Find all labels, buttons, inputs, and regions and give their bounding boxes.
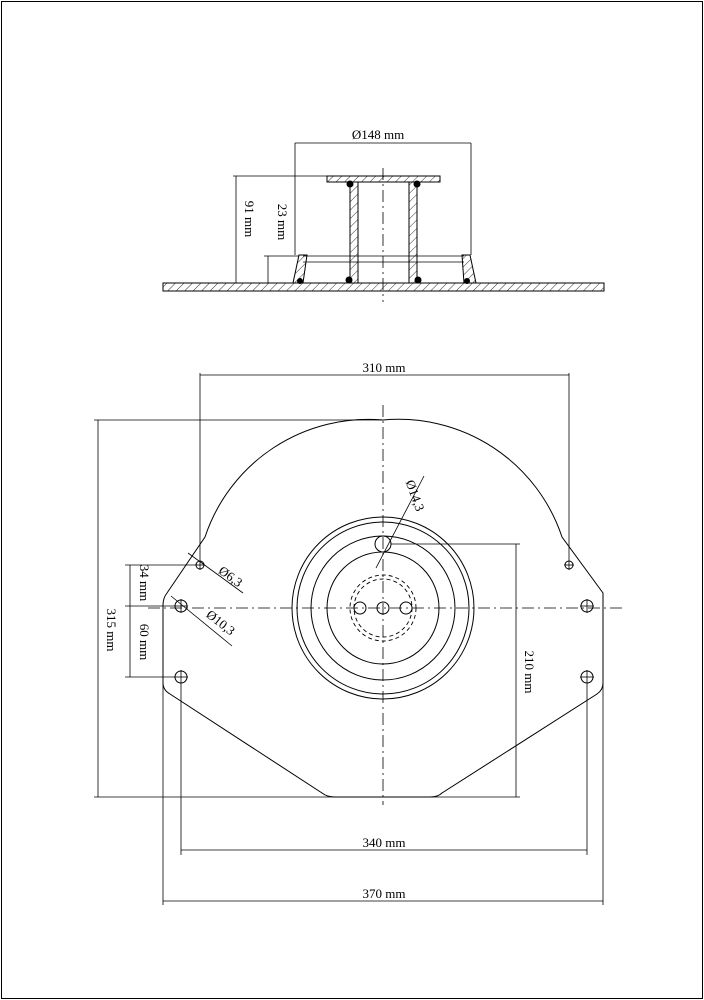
weld-bead [413,180,421,188]
tube-wall-left [349,181,359,284]
dim-offset-60: 60 mm [137,624,152,660]
leader-line [170,595,233,647]
side-section-view: Ø148 mm 91 mm 23 mm [162,127,605,302]
dim-height-315: 315 mm [104,609,119,652]
hole-cross-marks [174,560,594,684]
dim-hole-center: Ø14,3 [403,478,428,513]
leader-line [375,475,425,569]
dim-height-210: 210 mm [522,651,537,694]
top-flange-section [326,175,441,183]
dim-width-340: 340 mm [363,835,406,850]
dim-height-lower: 23 mm [275,204,290,240]
weld-bead [346,180,354,188]
plan-view: 310 mm 315 mm 34 mm 60 mm 210 mm 340 mm … [94,360,622,905]
base-plate-outline [162,418,604,798]
base-plate-section [162,282,605,292]
dim-width-370: 370 mm [363,886,406,901]
tube-wall-right [408,181,418,284]
weld-bead [297,278,303,284]
weld-bead [414,276,422,284]
dim-hole-small: Ø6,3 [216,563,246,590]
leader-line [187,552,244,594]
dim-height-total: 91 mm [242,201,257,237]
dim-width-310: 310 mm [363,360,406,375]
weld-bead [345,276,353,284]
dim-offset-34: 34 mm [137,565,152,601]
dim-hole-mid: Ø10,3 [203,607,238,639]
dim-top-diameter: Ø148 mm [352,127,404,142]
weld-bead [464,278,470,284]
sleeve-right [461,254,477,284]
